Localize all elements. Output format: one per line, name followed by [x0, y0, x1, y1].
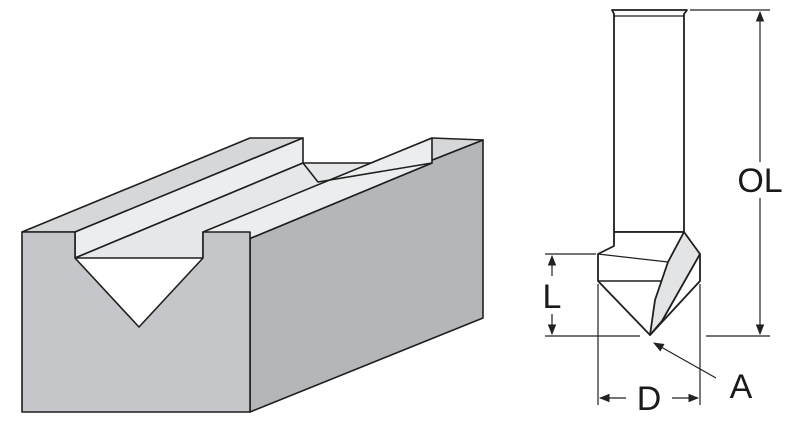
dimension-annotations — [545, 9, 770, 405]
l-label: L — [543, 278, 562, 316]
block-front-face — [21, 231, 251, 413]
grooved-workpiece-block — [21, 137, 484, 413]
groove-far-edge — [302, 162, 433, 183]
flute-top-line — [597, 253, 669, 263]
d-label: D — [637, 380, 662, 418]
ol-label: OL — [737, 162, 782, 200]
v-groove-router-bit — [597, 9, 701, 336]
bit-shank — [611, 9, 688, 233]
a-leader-line — [653, 342, 717, 379]
a-label: A — [730, 368, 753, 406]
